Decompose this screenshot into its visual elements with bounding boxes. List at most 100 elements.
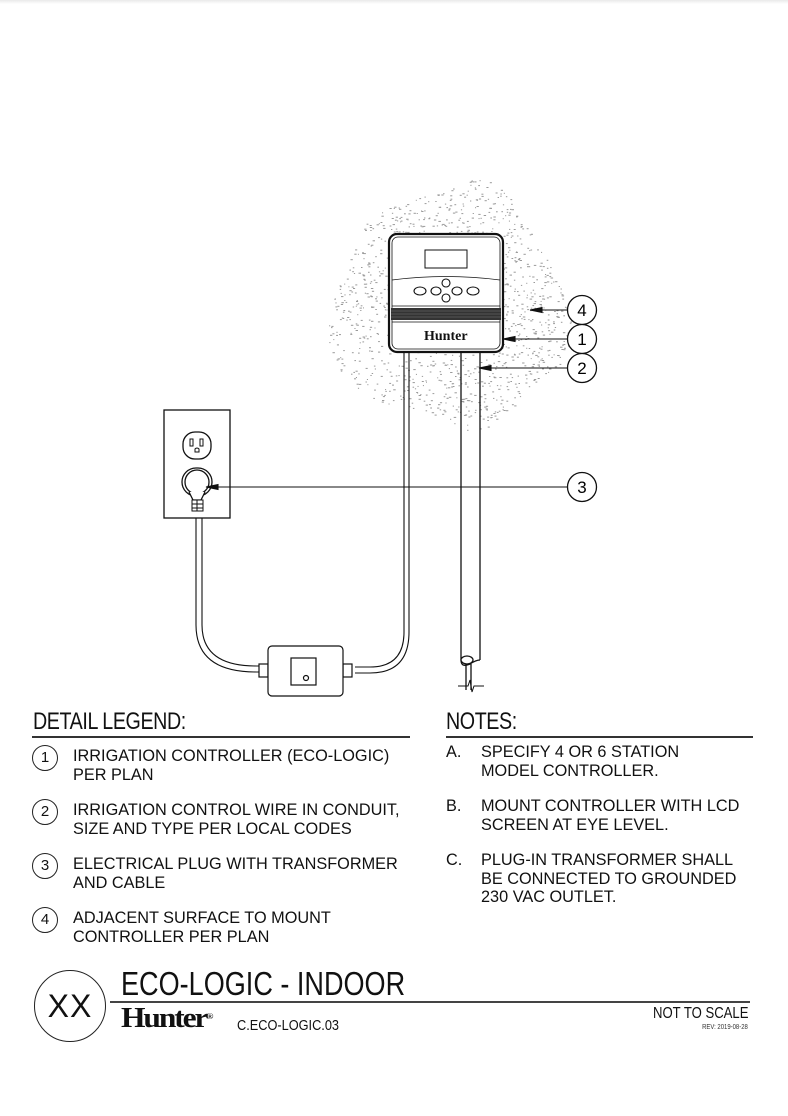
stipple-dot	[490, 217, 492, 219]
stipple-dot	[386, 369, 388, 371]
stipple-dot	[487, 420, 489, 421]
stipple-dot	[375, 298, 377, 300]
stipple-dot	[425, 410, 428, 412]
stipple-dot	[384, 309, 386, 311]
stipple-dot	[527, 247, 530, 249]
stipple-dot	[540, 359, 542, 361]
stipple-dot	[370, 296, 373, 298]
stipple-dot	[481, 193, 484, 195]
stipple-dot	[379, 275, 381, 277]
stipple-dot	[407, 219, 409, 221]
stipple-dot	[445, 402, 447, 404]
stipple-dot	[475, 207, 477, 209]
stipple-dot	[466, 226, 469, 228]
stipple-dot	[376, 313, 379, 315]
stipple-dot	[499, 352, 501, 354]
stipple-dot	[480, 223, 482, 225]
stipple-dot	[366, 223, 369, 225]
stipple-dot	[392, 224, 395, 226]
stipple-dot	[541, 251, 543, 253]
stipple-dot	[546, 297, 549, 299]
stipple-dot	[562, 344, 565, 346]
stipple-dot	[539, 347, 541, 349]
stipple-dot	[376, 333, 379, 334]
stipple-dot	[490, 414, 493, 416]
stipple-dot	[548, 341, 551, 343]
stipple-dot	[502, 406, 504, 408]
stipple-dot	[405, 361, 408, 363]
stipple-dot	[406, 218, 409, 220]
stipple-dot	[483, 215, 487, 216]
stipple-dot	[355, 249, 358, 251]
stipple-dot	[455, 409, 458, 411]
stipple-dot	[554, 366, 558, 368]
stipple-dot	[500, 193, 502, 195]
stipple-dot	[480, 362, 483, 363]
stipple-dot	[532, 353, 534, 355]
stipple-dot	[371, 306, 373, 308]
stipple-dot	[512, 323, 515, 325]
stipple-dot	[339, 334, 341, 336]
stipple-dot	[505, 283, 508, 285]
stipple-dot	[367, 243, 370, 245]
stipple-dot	[394, 206, 397, 208]
stipple-dot	[355, 323, 358, 325]
stipple-dot	[363, 278, 366, 280]
stipple-dot	[350, 333, 353, 335]
stipple-dot	[474, 188, 477, 190]
stipple-dot	[467, 424, 469, 426]
stipple-dot	[464, 196, 467, 198]
stipple-dot	[454, 204, 457, 206]
stipple-dot	[541, 360, 545, 361]
stipple-dot	[336, 331, 338, 333]
stipple-dot	[538, 361, 540, 363]
stipple-dot	[340, 286, 342, 288]
stipple-dot	[561, 310, 564, 312]
stipple-dot	[408, 226, 410, 228]
stipple-dot	[542, 298, 545, 300]
stipple-dot	[545, 373, 547, 375]
stipple-dot	[440, 373, 442, 375]
stipple-dot	[515, 325, 517, 327]
stipple-dot	[521, 303, 524, 305]
stipple-dot	[393, 231, 396, 233]
stipple-dot	[516, 305, 519, 307]
stipple-dot	[546, 274, 549, 276]
revision-date: REV: 2019-08-28	[702, 1024, 748, 1031]
stipple-dot	[378, 237, 381, 239]
stipple-dot	[413, 369, 416, 371]
stipple-dot	[373, 397, 375, 399]
stipple-dot	[478, 213, 481, 215]
stipple-dot	[449, 232, 452, 234]
stipple-dot	[437, 212, 439, 214]
stipple-dot	[415, 358, 417, 360]
title-rule	[110, 1001, 750, 1003]
stipple-dot	[438, 404, 441, 406]
stipple-dot	[559, 363, 562, 365]
stipple-dot	[358, 352, 360, 354]
stipple-dot	[496, 366, 498, 368]
stipple-dot	[432, 225, 435, 227]
stipple-dot	[469, 226, 471, 228]
stipple-dot	[533, 282, 535, 283]
stipple-dot	[539, 295, 542, 297]
stipple-dot	[519, 323, 522, 325]
stipple-dot	[523, 253, 526, 255]
stipple-dot	[474, 232, 477, 234]
stipple-dot	[430, 400, 433, 402]
stipple-dot	[371, 320, 374, 322]
stipple-dot	[537, 364, 540, 366]
stipple-dot	[373, 365, 376, 367]
stipple-dot	[370, 375, 372, 376]
stipple-dot	[332, 333, 335, 335]
stipple-dot	[396, 380, 399, 382]
stipple-dot	[467, 229, 470, 231]
stipple-dot	[349, 294, 351, 296]
hunter-logo: Hunter®	[121, 1004, 213, 1033]
stipple-dot	[487, 198, 490, 200]
stipple-dot	[546, 259, 549, 261]
stipple-dot	[365, 381, 367, 383]
stipple-dot	[518, 393, 521, 394]
stipple-dot	[336, 334, 338, 336]
stipple-dot	[382, 225, 385, 227]
